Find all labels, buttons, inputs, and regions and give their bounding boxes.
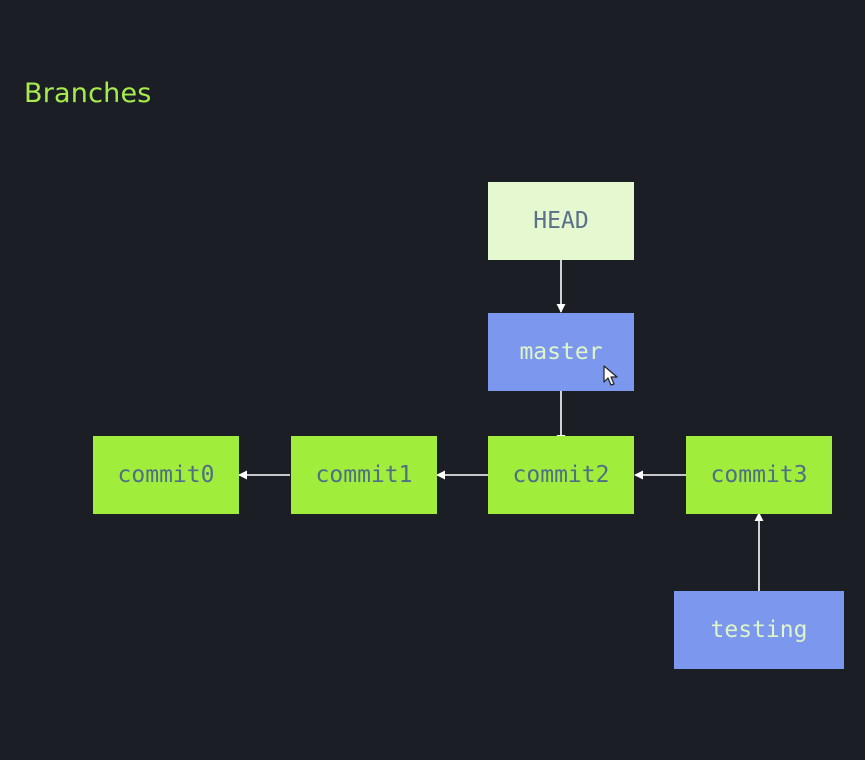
- mouse-pointer-icon: [603, 365, 618, 386]
- commit3-box: commit3: [686, 436, 832, 514]
- head-pointer-box: HEAD: [488, 182, 634, 260]
- commit1-box: commit1: [291, 436, 437, 514]
- page-title: Branches: [24, 78, 152, 109]
- commit0-box: commit0: [93, 436, 239, 514]
- testing-branch-box: testing: [674, 591, 844, 669]
- commit2-box: commit2: [488, 436, 634, 514]
